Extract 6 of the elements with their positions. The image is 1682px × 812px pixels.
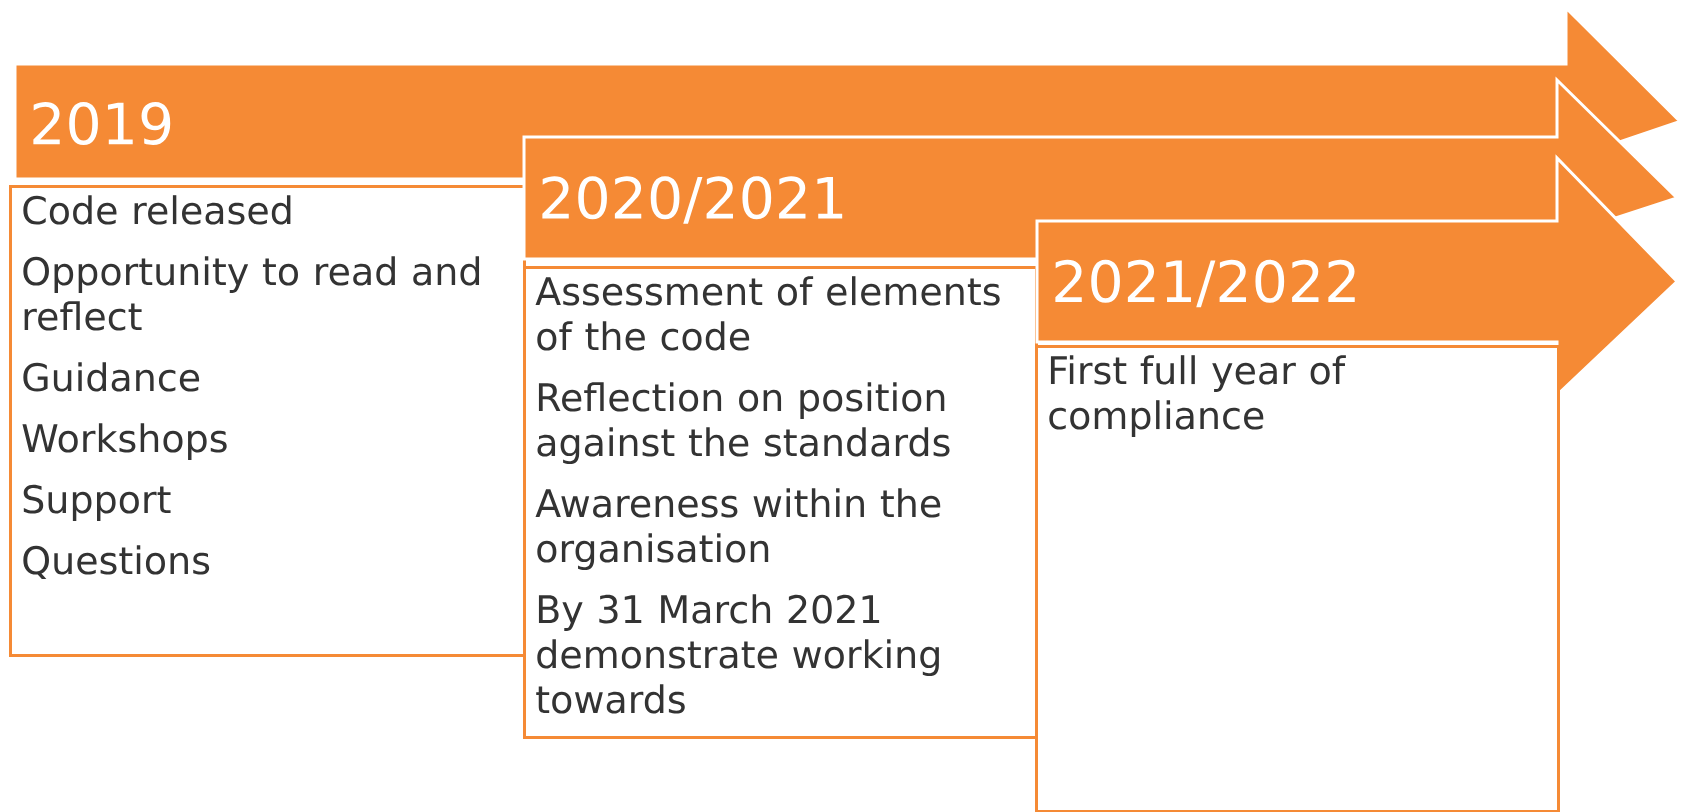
node-label: 2019 [33,101,171,146]
node-label: 2020/2021 [542,176,843,224]
text-box: Assessment of elements of the code Reflection on position against the standards Awareness within the organisation By 31 March 2021 demonstrate working towards [523,266,1038,739]
node-label: 2021/2022 [1055,259,1355,308]
text-box: First full year of compliance [1035,345,1560,812]
text-box: Code released Opportunity to read and reflect Guidance Workshops Support Questions [9,185,526,657]
